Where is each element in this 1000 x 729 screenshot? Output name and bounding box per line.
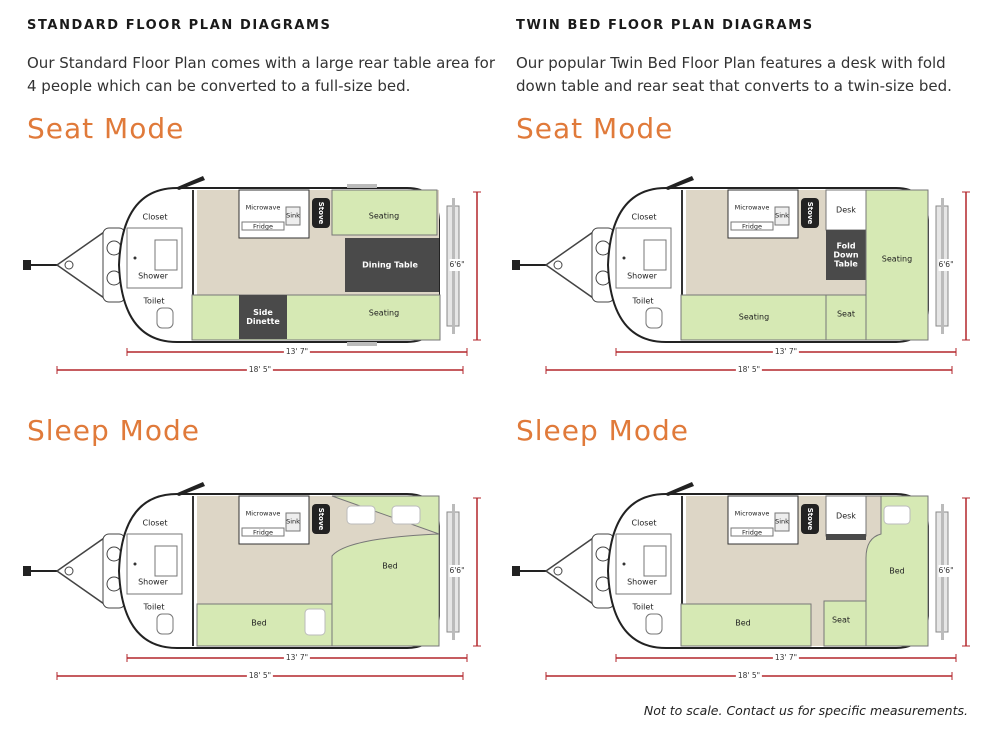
stove-label: Stove xyxy=(806,507,814,531)
toilet-label: Toilet xyxy=(632,602,654,612)
fridge-label: Fridge xyxy=(742,222,762,231)
closet-label: Closet xyxy=(631,212,657,222)
toilet-label: Toilet xyxy=(143,296,165,306)
stove-label: Stove xyxy=(317,201,325,225)
toilet-label: Toilet xyxy=(143,602,165,612)
bed-label: Bed xyxy=(735,618,751,628)
bed-label: Bed xyxy=(251,618,267,628)
twin-section-title: TWIN BED FLOOR PLAN DIAGRAMS xyxy=(516,18,814,33)
microwave-label: Microwave xyxy=(734,509,770,518)
closet-label: Closet xyxy=(142,212,168,222)
twin-seat-diagram xyxy=(512,176,970,374)
overall-length-label: 18' 5" xyxy=(735,671,763,681)
stove-label: Stove xyxy=(806,201,814,225)
closet-label: Closet xyxy=(142,518,168,528)
microwave-label: Microwave xyxy=(245,509,281,518)
interior-length-label: 13' 7" xyxy=(283,347,311,357)
seating-label: Seating xyxy=(738,312,770,322)
fridge-label: Fridge xyxy=(253,222,273,231)
shower-label: Shower xyxy=(138,577,168,587)
width-label: 6'6" xyxy=(449,259,465,271)
side-dinette-label: Side Dinette xyxy=(246,308,280,326)
seating-label: Seating xyxy=(881,254,913,264)
standard-seat-mode-heading: Seat Mode xyxy=(27,112,185,145)
seat-label: Seat xyxy=(831,615,851,625)
toilet-label: Toilet xyxy=(632,296,654,306)
desk-label: Desk xyxy=(836,511,856,521)
interior-length-label: 13' 7" xyxy=(772,653,800,663)
footer-note: Not to scale. Contact us for specific me… xyxy=(643,703,968,718)
interior-length-label: 13' 7" xyxy=(283,653,311,663)
stove-label: Stove xyxy=(317,507,325,531)
shower-label: Shower xyxy=(627,577,657,587)
bed-label: Bed xyxy=(889,566,905,576)
twin-sleep-diagram xyxy=(512,482,970,680)
interior-length-label: 13' 7" xyxy=(772,347,800,357)
microwave-label: Microwave xyxy=(734,203,770,212)
fridge-label: Fridge xyxy=(742,528,762,537)
standard-seat-diagram xyxy=(23,176,481,374)
standard-sleep-diagram xyxy=(23,482,481,680)
twin-section-description: Our popular Twin Bed Floor Plan features… xyxy=(516,54,952,95)
width-label: 6'6" xyxy=(938,259,954,271)
seating-label: Seating xyxy=(368,211,400,221)
seating-label: Seating xyxy=(368,308,400,318)
microwave-label: Microwave xyxy=(245,203,281,212)
dining-table-label: Dining Table xyxy=(362,260,418,270)
sink-label: Sink xyxy=(775,517,789,526)
seat-label: Seat xyxy=(836,309,856,319)
width-label: 6'6" xyxy=(938,565,954,577)
sink-label: Sink xyxy=(286,517,300,526)
standard-seat-floor-plan: Closet Shower Toilet Microwave Fridge Si… xyxy=(23,170,487,380)
fridge-label: Fridge xyxy=(253,528,273,537)
sink-label: Sink xyxy=(286,211,300,220)
sink-label: Sink xyxy=(775,211,789,220)
width-label: 6'6" xyxy=(449,565,465,577)
shower-label: Shower xyxy=(627,271,657,281)
closet-label: Closet xyxy=(631,518,657,528)
overall-length-label: 18' 5" xyxy=(246,365,274,375)
bed-label: Bed xyxy=(382,561,398,571)
twin-sleep-floor-plan: Closet Shower Toilet Microwave Fridge Si… xyxy=(512,476,976,686)
desk-label: Desk xyxy=(836,205,856,215)
twin-seat-mode-heading: Seat Mode xyxy=(516,112,674,145)
standard-section-description: Our Standard Floor Plan comes with a lar… xyxy=(27,54,495,95)
overall-length-label: 18' 5" xyxy=(735,365,763,375)
twin-sleep-mode-heading: Sleep Mode xyxy=(516,414,689,447)
twin-seat-floor-plan: Closet Shower Toilet Microwave Fridge Si… xyxy=(512,170,976,380)
fold-down-table-label: Fold Down Table xyxy=(833,241,859,269)
standard-sleep-mode-heading: Sleep Mode xyxy=(27,414,200,447)
standard-sleep-floor-plan: Closet Shower Toilet Microwave Fridge Si… xyxy=(23,476,487,686)
overall-length-label: 18' 5" xyxy=(246,671,274,681)
shower-label: Shower xyxy=(138,271,168,281)
standard-section-title: STANDARD FLOOR PLAN DIAGRAMS xyxy=(27,18,332,33)
